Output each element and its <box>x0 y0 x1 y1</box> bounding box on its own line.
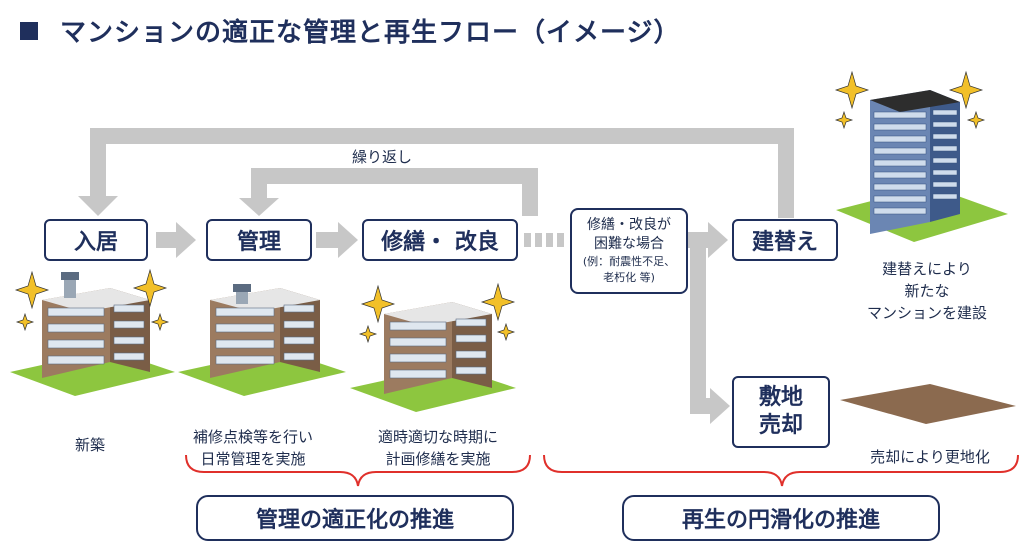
condition-box: 修繕・改良が 困難な場合 (例：耐震性不足、 老朽化 等) <box>570 208 688 294</box>
caption-tatekae: 建替えにより 新たな マンションを建設 <box>854 258 1000 324</box>
caption-tatekae-line2: 新たな <box>904 282 950 300</box>
loop-label: 繰り返し <box>352 148 413 166</box>
stage-nyukyo: 入居 <box>44 219 148 261</box>
dashed-connector <box>524 233 564 247</box>
arrow-nyukyo-to-kanri <box>156 222 196 258</box>
policy-saisei-enkatsuka: 再生の円滑化の推進 <box>622 495 940 541</box>
policy-kanri-tekiseika: 管理の適正化の推進 <box>196 495 514 541</box>
stage-tatekae: 建替え <box>732 219 838 261</box>
condition-line1: 修繕・改良が <box>587 217 671 233</box>
stage-shikichi-line1: 敷地 <box>758 385 803 410</box>
title-bullet <box>20 21 38 40</box>
caption-shuzen: 適時適切な時期に 計画修繕を実施 <box>362 426 514 470</box>
arrow-kanri-to-shuzen <box>316 222 358 258</box>
caption-tatekae-line1: 建替えにより <box>882 260 972 278</box>
caption-kanri-line2: 日常管理を実施 <box>200 450 306 468</box>
building-renovated-illustration <box>350 302 516 412</box>
caption-kanri-line1: 補修点検等を行い <box>192 428 313 446</box>
stage-shuzen-kairyo: 修繕・ 改良 <box>362 219 518 261</box>
vacant-lot-illustration <box>840 384 1016 424</box>
caption-baikyaku: 売却により更地化 <box>870 448 990 466</box>
building-new-illustration <box>10 272 175 396</box>
right-brace <box>543 454 1019 487</box>
tower-illustration <box>836 90 1008 242</box>
title-text: マンションの適正な管理と再生フロー（イメージ） <box>60 18 681 48</box>
inner-loop-arrow <box>239 168 538 216</box>
caption-shuzen-line1: 適時適切な時期に <box>377 428 498 446</box>
stage-shikichi-baikyaku: 敷地 売却 <box>732 376 830 448</box>
sparkle-icon <box>834 70 986 130</box>
sparkle-icon <box>14 268 170 332</box>
page-title: マンションの適正な管理と再生フロー（イメージ） <box>20 12 680 49</box>
sparkle-icon <box>358 282 516 344</box>
left-brace <box>185 454 531 487</box>
caption-tatekae-line3: マンションを建設 <box>866 304 987 322</box>
caption-shuzen-line2: 計画修繕を実施 <box>385 450 491 468</box>
condition-line2: 困難な場合 <box>594 236 664 252</box>
stage-kanri: 管理 <box>206 219 312 261</box>
stage-shikichi-line2: 売却 <box>758 413 803 438</box>
caption-kanri: 補修点検等を行い 日常管理を実施 <box>178 426 328 470</box>
condition-line3: (例：耐震性不足、 <box>582 255 676 268</box>
building-managed-illustration <box>178 284 346 396</box>
condition-line4: 老朽化 等) <box>603 271 655 284</box>
caption-shinchiku: 新築 <box>74 436 105 454</box>
outer-loop-arrow <box>78 128 794 218</box>
